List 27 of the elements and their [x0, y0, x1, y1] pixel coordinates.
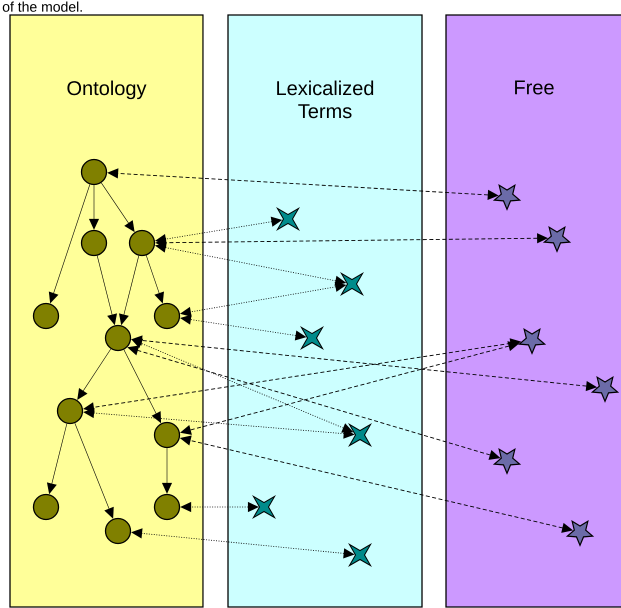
circle-node [104, 324, 132, 352]
caption-text: of the model. [2, 2, 82, 12]
circle-node [104, 518, 132, 544]
circle-node [32, 494, 60, 520]
star-node [518, 328, 546, 355]
sparkle-node [340, 272, 364, 296]
column-panel: Free [445, 14, 621, 608]
circle-node [80, 230, 108, 256]
star-node [492, 448, 522, 475]
sparkle-node [348, 423, 372, 447]
column-panel: Ontology [9, 14, 204, 608]
sparkle-node [300, 326, 324, 350]
star-node [590, 376, 620, 403]
circle-node [154, 302, 180, 330]
sparkle-node [276, 207, 300, 231]
star-node [542, 226, 572, 253]
sparkle-node [348, 543, 372, 567]
circle-node [56, 398, 84, 424]
circle-node [32, 302, 60, 330]
circle-node [154, 422, 180, 448]
star-node [492, 184, 522, 211]
circle-node [128, 230, 156, 256]
star-node [566, 520, 594, 547]
sparkle-node [252, 495, 276, 519]
circle-node [154, 494, 180, 520]
column-panel: Lexicalized Terms [227, 14, 423, 608]
circle-node [80, 158, 108, 186]
